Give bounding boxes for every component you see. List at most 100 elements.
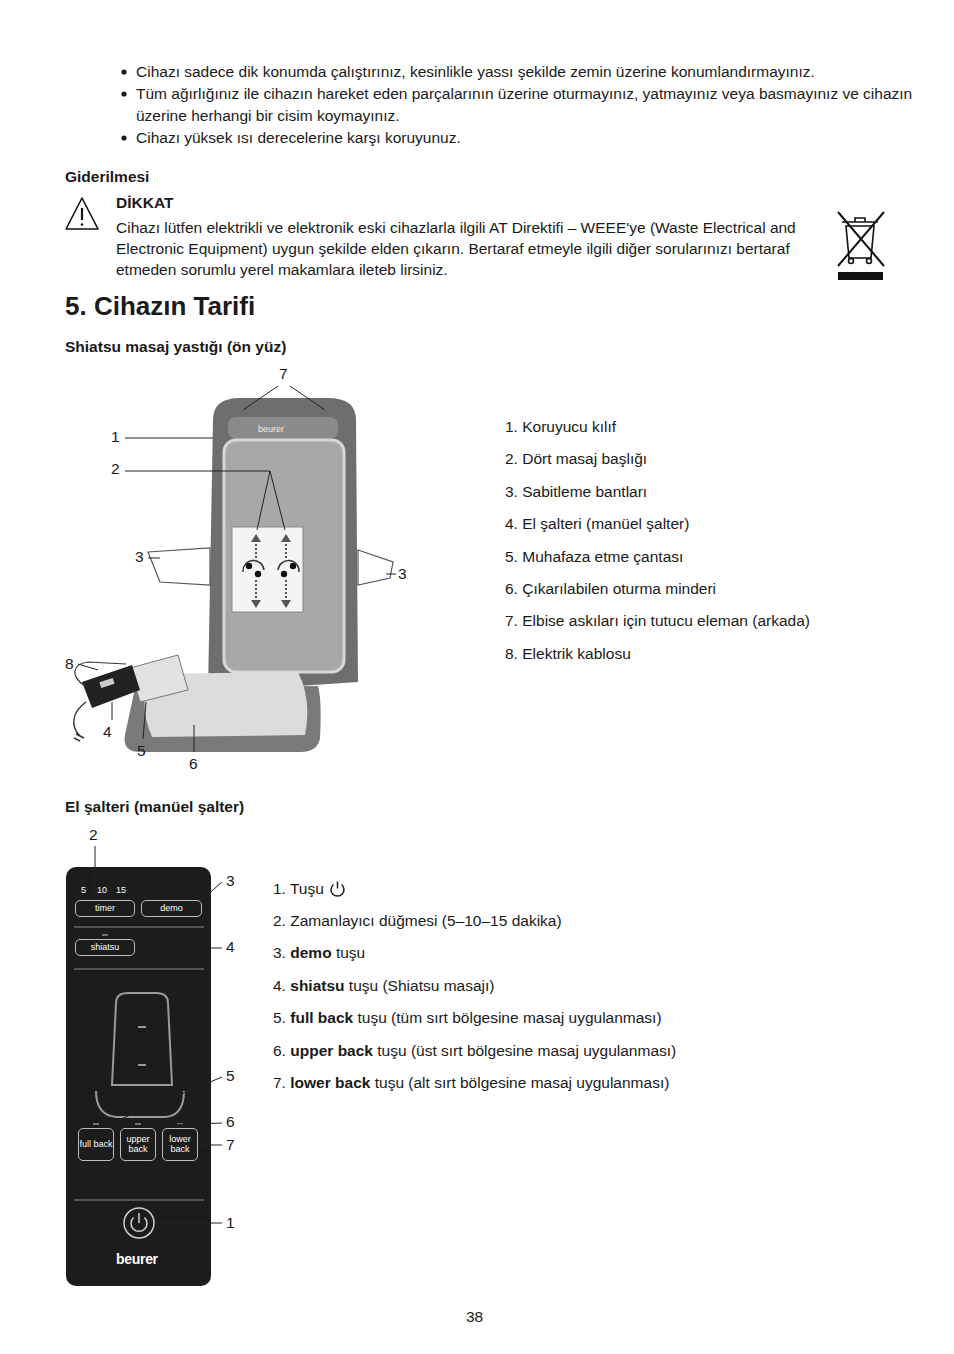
control-button: demo	[141, 900, 202, 917]
parts-list-item: 7. Elbise askıları için tutucu eleman (a…	[505, 612, 810, 629]
control-button: shiatsu	[75, 939, 135, 956]
key-name: demo	[290, 944, 331, 961]
parts-list-item: 8. Elektrik kablosu	[505, 645, 631, 662]
callout-number: 4	[226, 938, 235, 955]
remote-leader-lines	[95, 846, 222, 1223]
callout-number: 3	[135, 548, 144, 565]
text-line: 5	[137, 740, 146, 762]
text-line: Giderilmesi	[65, 166, 149, 188]
text-line: 1. Tuşu	[273, 878, 324, 900]
timer-minutes: 15	[116, 886, 126, 896]
text-line: 6.upper backtuşu (üst sırt bölgesine mas…	[273, 1040, 676, 1062]
section-title: 5. Cihazın Tarifi	[65, 291, 255, 322]
control-button: full back	[78, 1128, 114, 1161]
hand-controller: 51015beurertimerdemoshiatsufull backuppe…	[66, 867, 211, 1286]
button-label: timer	[95, 904, 115, 913]
text-line: 2. Zamanlayıcı düğmesi (5–10–15 dakika)	[273, 910, 562, 932]
text-line: 4	[226, 936, 235, 958]
text-line: DİKKAT	[116, 192, 173, 214]
power-symbol	[329, 880, 346, 897]
key-name: upper back	[290, 1042, 373, 1059]
button-label: shiatsu	[91, 943, 120, 952]
warning-text: Cihazı lütfen elektrikli ve elektronik e…	[116, 219, 796, 278]
text-line: 4	[103, 721, 112, 743]
callout-number: 6	[226, 1113, 235, 1130]
leader-lines	[78, 386, 396, 752]
text-line: 3	[398, 563, 407, 585]
weee-bin-icon	[838, 212, 884, 280]
button-label: demo	[160, 904, 183, 913]
key-name: shiatsu	[290, 977, 344, 994]
text-line: 6. Çıkarılabilen oturma minderi	[505, 578, 716, 600]
text-line: 4. El şalteri (manüel şalter)	[505, 513, 689, 535]
text-line: 5.full backtuşu (tüm sırt bölgesine masa…	[273, 1007, 662, 1029]
text-line: 3	[135, 546, 144, 568]
callout-number: 7	[226, 1136, 235, 1153]
warning-triangle	[66, 198, 98, 229]
key-list-item: 1. Tuşu	[273, 880, 324, 897]
text-line: 7	[226, 1134, 235, 1156]
text-line: 6	[226, 1111, 235, 1133]
key-description: tuşu (Shiatsu masajı)	[349, 977, 495, 994]
text-line: Cihazı yüksek ısı derecelerine karşı kor…	[136, 127, 926, 149]
timer-minutes: 5	[81, 886, 86, 896]
text-line: 1. Koruyucu kılıf	[505, 416, 616, 438]
bullet-text: Cihazı yüksek ısı derecelerine karşı kor…	[136, 129, 461, 146]
text-line: 5. Muhafaza etme çantası	[505, 546, 683, 568]
callout-number: 5	[226, 1067, 235, 1084]
control-button: lower back	[162, 1128, 198, 1161]
sub-heading: El şalteri (manüel şalter)	[65, 798, 244, 815]
key-list-item: 3.	[273, 944, 286, 961]
remote-dividers	[74, 927, 204, 1200]
callout-number: 8	[65, 655, 74, 672]
control-button: upper back	[120, 1128, 156, 1161]
parts-list-item: 4. El şalteri (manüel şalter)	[505, 515, 689, 532]
callout-number: 6	[189, 755, 198, 772]
callout-number: 1	[111, 428, 120, 445]
key-description: tuşu (tüm sırt bölgesine masaj uygulanma…	[357, 1009, 661, 1026]
key-list-item: 6.	[273, 1042, 286, 1059]
text-line: 6	[189, 753, 198, 775]
key-name: lower back	[290, 1074, 370, 1091]
bullet-text: Cihazı sadece dik konumda çalıştırınız, …	[136, 63, 815, 80]
callout-number: 4	[103, 723, 112, 740]
key-name: full back	[290, 1009, 353, 1026]
text-line: Cihazı lütfen elektrikli ve elektronik e…	[116, 217, 828, 280]
text-line: 4.shiatsutuşu (Shiatsu masajı)	[273, 975, 494, 997]
button-label: lower back	[163, 1135, 197, 1154]
text-line: 3.demotuşu	[273, 942, 365, 964]
bullet-text: Tüm ağırlığınız ile cihazın hareket eden…	[136, 85, 912, 124]
bullet-dots	[121, 69, 126, 140]
parts-list-item: 2. Dört masaj başlığı	[505, 450, 647, 467]
indicator-dashes	[93, 935, 183, 1124]
text-line: 5	[226, 1065, 235, 1087]
text-line: 2	[89, 824, 98, 846]
text-line: 8. Elektrik kablosu	[505, 643, 631, 665]
timer-minutes: 10	[97, 886, 107, 896]
callout-number: 5	[137, 742, 146, 759]
text-line: 7. Elbise askıları için tutucu eleman (a…	[505, 610, 810, 632]
callout-number: 3	[226, 872, 235, 889]
text-line: beurer	[258, 425, 284, 434]
text-line: 7.lower backtuşu (alt sırt bölgesine mas…	[273, 1072, 669, 1094]
key-description: tuşu (alt sırt bölgesine masaj uygulanma…	[375, 1074, 670, 1091]
massage-cushion	[74, 398, 393, 752]
callout-number: 2	[89, 826, 98, 843]
text-line: 7	[279, 363, 288, 385]
text-line: 38	[466, 1306, 483, 1328]
callout-number: 2	[111, 460, 120, 477]
page-number: 38	[466, 1308, 483, 1325]
text-line: 2. Dört masaj başlığı	[505, 448, 647, 470]
text-line: Tüm ağırlığınız ile cihazın hareket eden…	[136, 83, 926, 126]
remote-illustration	[66, 867, 211, 1286]
callout-number: 1	[226, 1214, 235, 1231]
text-line: Shiatsu masaj yastığı (ön yüz)	[65, 336, 286, 358]
sub-heading: Shiatsu masaj yastığı (ön yüz)	[65, 338, 286, 355]
key-description: tuşu (üst sırt bölgesine masaj uygulanma…	[377, 1042, 676, 1059]
parts-list-item: 5. Muhafaza etme çantası	[505, 548, 683, 565]
callout-number: 7	[279, 365, 288, 382]
text-line: 3. Sabitleme bantları	[505, 481, 647, 503]
key-list-item: 2. Zamanlayıcı düğmesi (5–10–15 dakika)	[273, 912, 562, 929]
parts-list-item: 6. Çıkarılabilen oturma minderi	[505, 580, 716, 597]
